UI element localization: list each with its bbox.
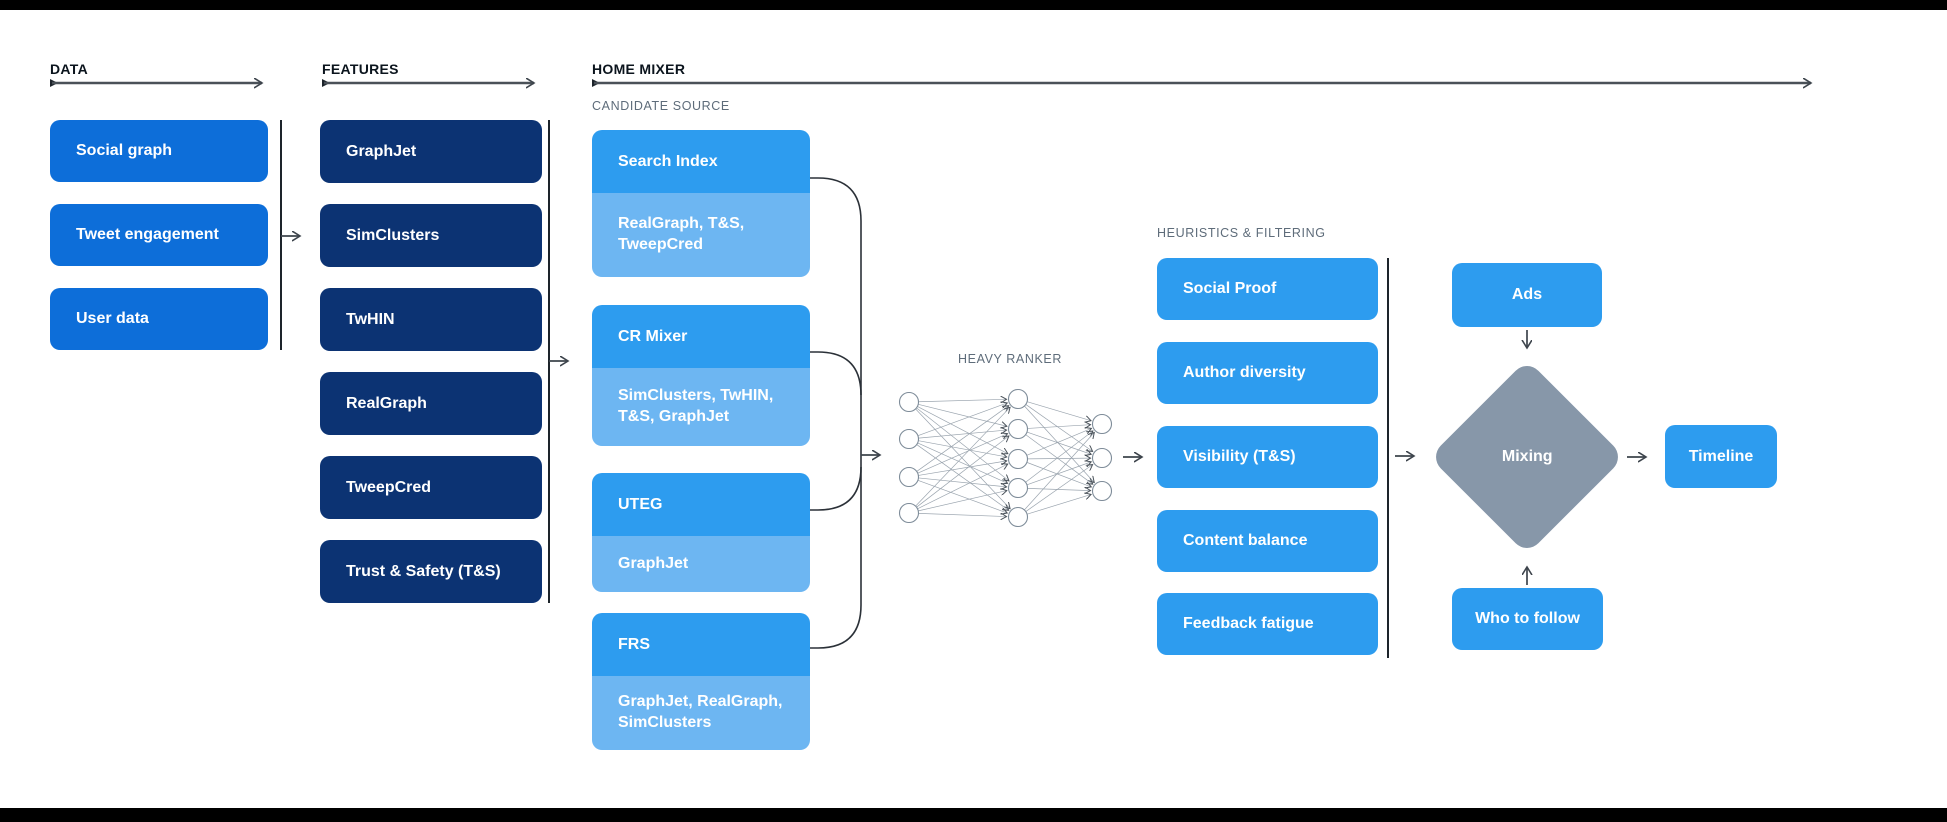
home-mixer-section-header: HOME MIXER <box>592 61 686 77</box>
candidate-card-frs: FRS GraphJet, RealGraph, SimClusters <box>592 613 810 750</box>
candidate-card-sources: GraphJet <box>592 536 810 592</box>
candidate-merge-connectors <box>810 177 862 649</box>
mixing-label: Mixing <box>1501 447 1553 465</box>
candidate-card-sources: SimClusters, TwHIN, T&S, GraphJet <box>592 368 810 446</box>
candidate-card-uteg: UTEG GraphJet <box>592 473 810 592</box>
timeline-box: Timeline <box>1665 425 1777 488</box>
features-box-graphjet: GraphJet <box>320 120 542 183</box>
data-box-social-graph: Social graph <box>50 120 268 182</box>
section-header-arrows <box>50 79 1811 87</box>
heuristics-box-feedback-fatigue: Feedback fatigue <box>1157 593 1378 655</box>
data-section-header: DATA <box>50 61 89 77</box>
heuristics-box-author-diversity: Author diversity <box>1157 342 1378 404</box>
flow-arrows <box>281 236 1646 585</box>
ads-box: Ads <box>1452 263 1602 327</box>
bottom-black-bar <box>0 808 1947 822</box>
candidate-card-cr-mixer: CR Mixer SimClusters, TwHIN, T&S, GraphJ… <box>592 305 810 446</box>
top-black-bar <box>0 0 1947 10</box>
heuristics-box-content-balance: Content balance <box>1157 510 1378 572</box>
candidate-card-search-index: Search Index RealGraph, T&S, TweepCred <box>592 130 810 277</box>
candidate-card-title: UTEG <box>592 473 810 536</box>
candidate-card-sources: GraphJet, RealGraph, SimClusters <box>592 676 810 750</box>
candidate-card-title: FRS <box>592 613 810 676</box>
candidate-card-sources: RealGraph, T&S, TweepCred <box>592 193 810 277</box>
heavy-ranker-label: HEAVY RANKER <box>958 352 1062 366</box>
data-box-user-data: User data <box>50 288 268 350</box>
features-box-tweepcred: TweepCred <box>320 456 542 519</box>
neural-network-graphic <box>898 388 1113 528</box>
candidate-card-title: CR Mixer <box>592 305 810 368</box>
features-box-realgraph: RealGraph <box>320 372 542 435</box>
features-box-trust-safety: Trust & Safety (T&S) <box>320 540 542 603</box>
candidate-source-label: CANDIDATE SOURCE <box>592 99 730 113</box>
features-box-twhin: TwHIN <box>320 288 542 351</box>
heuristics-box-social-proof: Social Proof <box>1157 258 1378 320</box>
heuristics-filtering-label: HEURISTICS & FILTERING <box>1157 226 1326 240</box>
data-box-tweet-engagement: Tweet engagement <box>50 204 268 266</box>
candidate-card-title: Search Index <box>592 130 810 193</box>
features-box-simclusters: SimClusters <box>320 204 542 267</box>
who-to-follow-box: Who to follow <box>1452 588 1603 650</box>
features-section-header: FEATURES <box>322 61 399 77</box>
heuristics-box-visibility: Visibility (T&S) <box>1157 426 1378 488</box>
